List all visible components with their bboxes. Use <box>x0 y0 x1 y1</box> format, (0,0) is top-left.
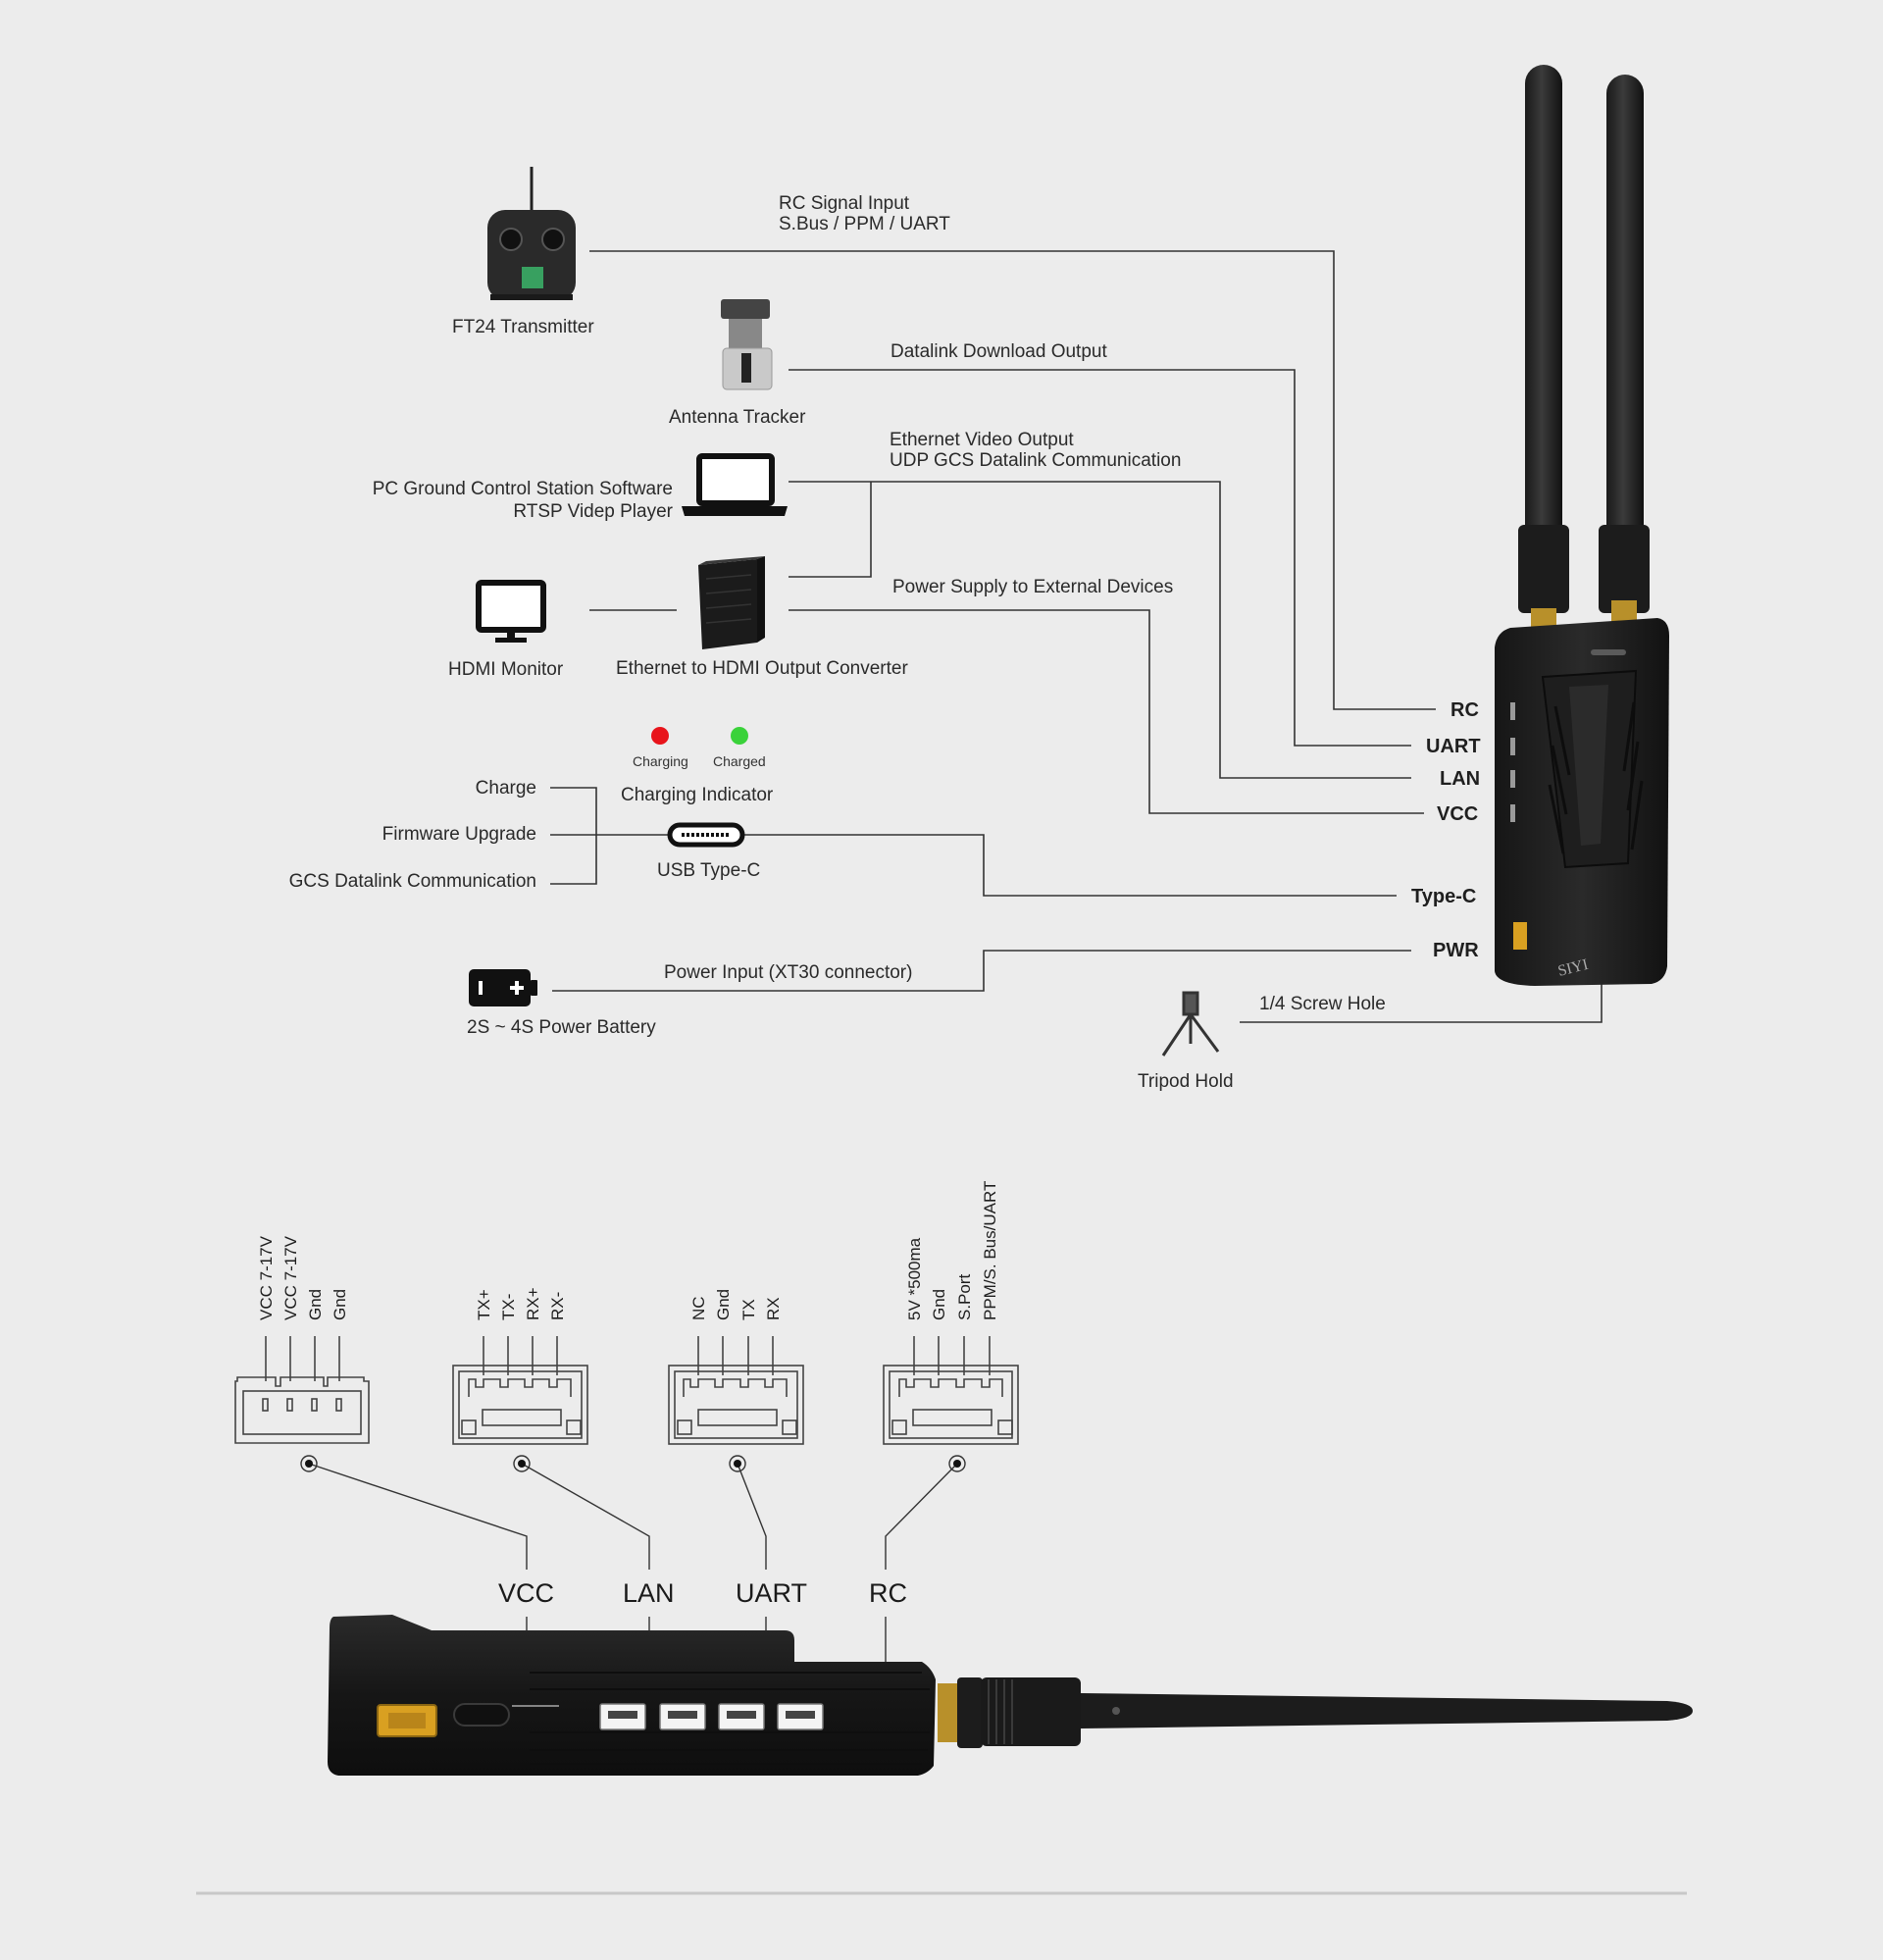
pwr-line <box>552 950 1411 992</box>
rc-pin1-label: 5V *500ma <box>905 1237 924 1320</box>
ethernet-video-label-line2: UDP GCS Datalink Communication <box>890 450 1182 471</box>
datalink-download-label: Datalink Download Output <box>891 341 1107 362</box>
rc-signal-label-line2: S.Bus / PPM / UART <box>779 214 950 234</box>
uart-pin1-label: NC <box>689 1296 708 1320</box>
connector-uart-label: UART <box>736 1578 808 1608</box>
ft24-transmitter-icon <box>487 167 576 300</box>
uart-pin3-label: TX <box>739 1299 758 1320</box>
charging-led <box>651 727 669 745</box>
pc-gcs-label-line2: RTSP Videp Player <box>513 501 673 522</box>
connector-rc-label: RC <box>869 1578 907 1608</box>
port-lan-label: LAN <box>1440 768 1481 790</box>
tripod-icon <box>1161 991 1220 1057</box>
monitor-icon <box>476 580 546 643</box>
lan-pin3-label: RX+ <box>524 1287 542 1320</box>
battery-label: 2S ~ 4S Power Battery <box>467 1017 656 1038</box>
rc-pin2-label: Gnd <box>930 1288 948 1320</box>
connector-uart-drawing <box>668 1336 804 1445</box>
pc-gcs-label-line1: PC Ground Control Station Software <box>372 479 673 499</box>
gcs-datalink-label: GCS Datalink Communication <box>288 871 536 892</box>
usb-bracket <box>550 787 597 885</box>
connector-vcc-label: VCC <box>498 1578 555 1608</box>
laptop-icon <box>682 453 788 516</box>
uart-line <box>789 369 1411 747</box>
port-vcc-label: VCC <box>1437 803 1479 825</box>
antenna-tracker-icon <box>721 299 773 390</box>
converter-label: Ethernet to HDMI Output Converter <box>616 658 908 679</box>
usb-typec-label: USB Type-C <box>657 860 761 881</box>
firmware-upgrade-label: Firmware Upgrade <box>382 824 536 845</box>
screw-line <box>1240 979 1603 1023</box>
vcc-pin2-label: VCC 7-17V <box>281 1236 300 1320</box>
vcc-pin3-label: Gnd <box>306 1288 325 1320</box>
battery-icon <box>469 969 537 1006</box>
connection-lines <box>550 250 1603 1023</box>
connector-vcc-drawing <box>234 1336 370 1444</box>
charge-label: Charge <box>475 778 536 799</box>
port-pwr-label: PWR <box>1433 940 1479 961</box>
port-uart-label: UART <box>1426 736 1481 757</box>
vcc-pin1-label: VCC 7-17V <box>257 1236 276 1320</box>
lan-pin4-label: RX- <box>548 1291 567 1320</box>
port-typec-label: Type-C <box>1411 886 1477 907</box>
uart-pin2-label: Gnd <box>714 1288 733 1320</box>
connector-lan-drawing <box>452 1336 588 1445</box>
lan-line <box>789 481 1411 779</box>
charged-led <box>731 727 748 745</box>
screw-hole-label: 1/4 Screw Hole <box>1259 994 1386 1014</box>
uart-pin4-label: RX <box>764 1297 783 1320</box>
ft24-label: FT24 Transmitter <box>452 317 594 337</box>
typec-line <box>742 834 1397 897</box>
port-rc-label: RC <box>1450 699 1479 721</box>
hdmi-monitor-label: HDMI Monitor <box>448 659 564 680</box>
tripod-label: Tripod Hold <box>1138 1071 1234 1092</box>
vcc-pin4-label: Gnd <box>331 1288 349 1320</box>
converter-to-lan-line <box>789 482 872 578</box>
rc-pin3-label: S.Port <box>955 1273 974 1320</box>
lan-pin2-label: TX- <box>499 1293 518 1320</box>
connector-rc-drawing <box>883 1336 1019 1445</box>
lan-pin1-label: TX+ <box>475 1289 493 1320</box>
antenna-tracker-label: Antenna Tracker <box>669 407 806 428</box>
ethernet-video-label-line1: Ethernet Video Output <box>890 430 1074 450</box>
rc-line <box>589 250 1436 710</box>
device-horizontal <box>328 1615 1693 1776</box>
connector-lan-label: LAN <box>623 1578 675 1608</box>
device-vertical: SIYI <box>1495 65 1669 986</box>
power-input-label: Power Input (XT30 connector) <box>664 962 913 983</box>
vcc-line <box>789 609 1424 814</box>
rc-pin4-label: PPM/S. Bus/UART <box>981 1180 999 1320</box>
charging-led-label: Charging <box>633 753 688 769</box>
charging-indicator-label: Charging Indicator <box>621 785 774 805</box>
usb-typec-icon <box>667 822 745 848</box>
rc-signal-label-line1: RC Signal Input <box>779 193 910 214</box>
charged-led-label: Charged <box>713 753 766 769</box>
power-supply-label: Power Supply to External Devices <box>892 577 1174 597</box>
converter-icon <box>698 556 765 649</box>
